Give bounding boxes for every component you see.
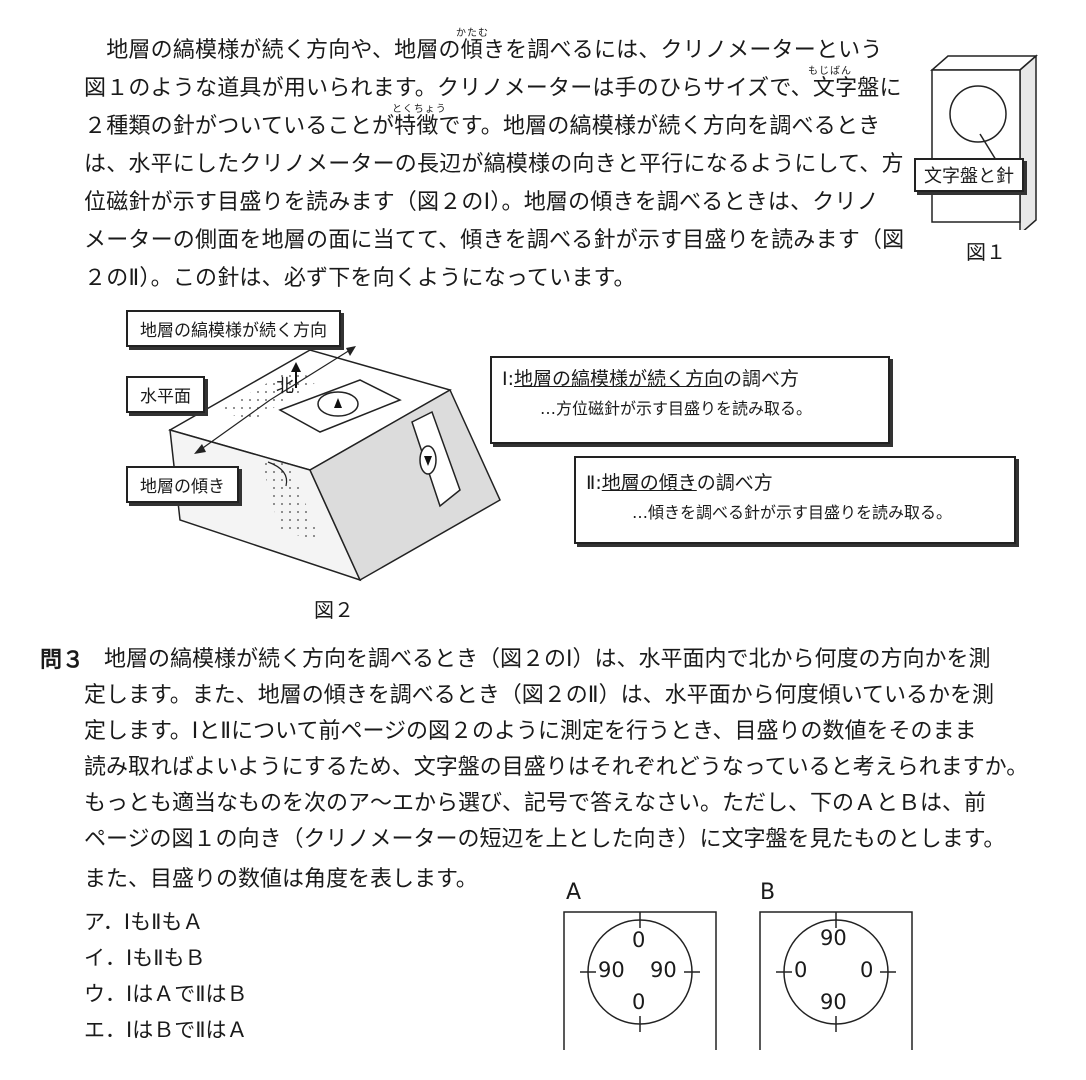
- method2-prefix: Ⅱ:: [586, 472, 602, 494]
- method2-desc: …傾きを調べる針が示す目盛りを読み取る。: [632, 503, 953, 522]
- dial-b-bottom: 90: [820, 990, 847, 1014]
- question-line: 定します。ⅠとⅡについて前ページの図２のように測定を行うとき、目盛りの数値をその…: [84, 719, 977, 744]
- paragraph-line: 図１のような道具が用いられます。クリノメーターは手のひらサイズで、文字盤に: [84, 76, 902, 101]
- question-line: 定します。また、地層の傾きを調べるとき（図２のⅡ）は、水平面から何度傾いているか…: [84, 683, 994, 708]
- choice-i: イ．ⅠもⅡもＢ: [84, 946, 206, 970]
- ruby-mojiban: もじばん: [808, 66, 852, 77]
- method2-suffix: の調べ方: [696, 472, 773, 494]
- figure2-caption: 図２: [314, 598, 354, 622]
- question-number: 問３: [40, 648, 85, 673]
- dial-a-face: [563, 911, 717, 1050]
- paragraph-line: ２種類の針がついていることが特徴です。地層の縞模様が続く方向を調べるとき: [84, 114, 881, 139]
- method2-box: Ⅱ:地層の傾きの調べ方 …傾きを調べる針が示す目盛りを読み取る。: [574, 456, 1016, 544]
- clinometer-drawing: [930, 54, 1038, 230]
- method1-prefix: Ⅰ:: [502, 368, 515, 390]
- question-line: ページの図１の向き（クリノメーターの短辺を上とした向き）に文字盤を見たものとしま…: [84, 827, 1006, 852]
- dial-b-top: 90: [820, 926, 847, 950]
- paragraph-line: 地層の縞模様が続く方向や、地層の傾きを調べるには、クリノメーターという: [84, 38, 883, 63]
- callout-horizontal-plane: 水平面: [126, 376, 205, 413]
- callout-stripe-direction: 地層の縞模様が続く方向: [126, 310, 341, 347]
- dial-b-left: 0: [794, 958, 808, 982]
- choice-u: ウ．ⅠはＡでⅡはＢ: [84, 982, 248, 1006]
- dial-a-left: 90: [598, 958, 625, 982]
- question-line: もっとも適当なものを次のア～エから選び、記号で答えなさい。ただし、下のＡとＢは、…: [84, 791, 987, 816]
- paragraph-line: は、水平にしたクリノメーターの長辺が縞模様の向きと平行になるようにして、方: [84, 152, 904, 177]
- north-label: 北: [276, 376, 294, 397]
- figure1-caption: 図１: [966, 240, 1006, 264]
- dial-a-bottom: 0: [632, 990, 646, 1014]
- ruby-tokuchou: とくちょう: [392, 104, 447, 115]
- question-line: また、目盛りの数値は角度を表します。: [84, 867, 478, 892]
- choice-e: エ．ⅠはＢでⅡはＡ: [84, 1018, 248, 1042]
- dial-a-top: 0: [632, 928, 646, 952]
- question-line: 読み取ればよいようにするため、文字盤の目盛りはそれぞれどうなっていると考えられま…: [84, 755, 1029, 780]
- method2-underlined: 地層の傾き: [601, 472, 697, 494]
- dial-a-right: 90: [650, 958, 677, 982]
- paragraph-line: メーターの側面を地層の面に当てて、傾きを調べる針が示す目盛りを読みます（図: [84, 228, 905, 253]
- dial-b-label: B: [760, 880, 776, 905]
- question-line: 地層の縞模様が続く方向を調べるとき（図２のⅠ）は、水平面内で北から何度の方向かを…: [104, 647, 991, 672]
- method1-box: Ⅰ:地層の縞模様が続く方向の調べ方 …方位磁針が示す目盛りを読み取る。: [490, 356, 890, 444]
- figure1-label-box: 文字盤と針: [914, 158, 1024, 192]
- dial-b-face: [759, 911, 913, 1050]
- method1-suffix: の調べ方: [723, 368, 800, 390]
- paragraph-line: 位磁針が示す目盛りを読みます（図２のⅠ）。地層の傾きを調べるときは、クリノ: [84, 190, 879, 215]
- callout-tilt: 地層の傾き: [126, 466, 239, 503]
- method1-desc: …方位磁針が示す目盛りを読み取る。: [540, 399, 813, 418]
- paragraph-line: ２のⅡ）。この針は、必ず下を向くようになっています。: [84, 266, 636, 291]
- dial-b-right: 0: [860, 958, 874, 982]
- strata-block-drawing: [168, 346, 501, 582]
- ruby-katamuki: かたむ: [456, 28, 489, 39]
- dial-a-label: A: [566, 880, 582, 905]
- method1-underlined: 地層の縞模様が続く方向: [514, 368, 724, 390]
- choice-a: ア．ⅠもⅡもＡ: [84, 910, 204, 934]
